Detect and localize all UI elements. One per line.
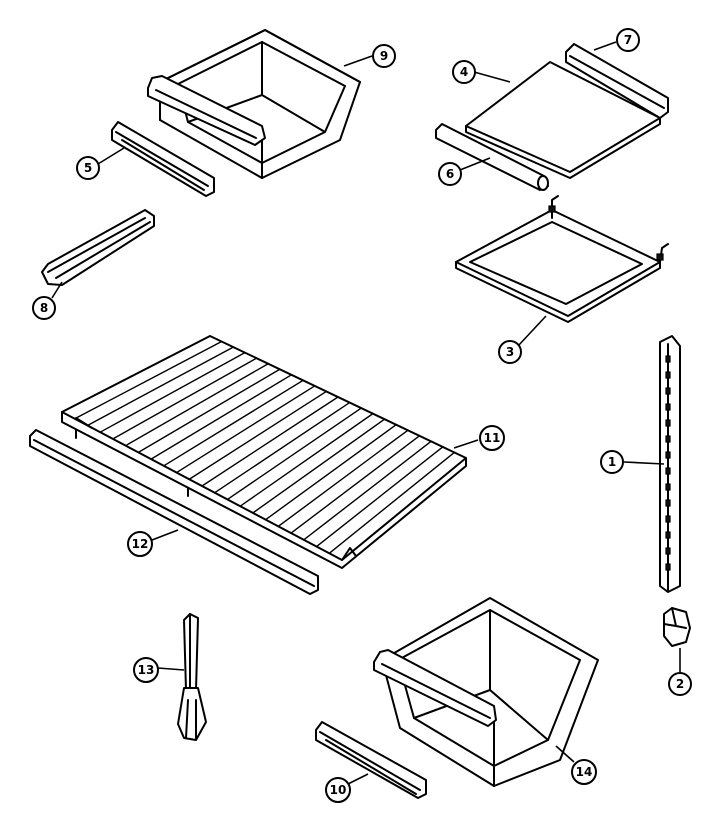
part-6-trim	[435, 123, 549, 191]
part-7-trim	[565, 43, 669, 119]
shelf-slat	[137, 368, 281, 454]
rail-slot	[665, 451, 671, 459]
shelf-slat	[277, 429, 409, 528]
part-2-bracket	[663, 607, 691, 647]
shelf-slat	[99, 351, 246, 433]
callout-6-label: 6	[446, 167, 454, 181]
callout-13-label: 13	[138, 663, 155, 677]
callout-12: 12	[127, 531, 153, 557]
rail-slot	[665, 499, 671, 507]
rail-slot	[665, 531, 671, 539]
callout-7: 7	[616, 28, 640, 52]
part-12-trim	[29, 429, 319, 595]
rail-slot	[665, 419, 671, 427]
shelf-slat	[315, 446, 444, 548]
callout-3: 3	[498, 340, 522, 364]
callout-6: 6	[438, 162, 462, 186]
rail-slot	[665, 355, 671, 363]
rail-slot	[665, 563, 671, 571]
rail-slot	[665, 387, 671, 395]
rail-slot	[665, 547, 671, 555]
callout-9-label: 9	[380, 49, 388, 63]
callout-2-label: 2	[676, 677, 684, 691]
callout-12-label: 12	[132, 537, 149, 551]
callout-4: 4	[452, 60, 476, 84]
shelf-slat	[150, 374, 293, 460]
shelf-slat	[124, 363, 269, 447]
rail-slot	[665, 483, 671, 491]
callout-8-label: 8	[40, 301, 48, 315]
shelf-slat	[74, 340, 223, 420]
leader-lines	[51, 41, 681, 785]
callout-7-label: 7	[624, 33, 632, 47]
rail-slot	[665, 371, 671, 379]
shelf-slat	[239, 412, 374, 507]
shelf-slat	[226, 407, 362, 501]
callout-8: 8	[32, 296, 56, 320]
shelf-slat	[290, 435, 421, 534]
shelf-slat	[175, 385, 316, 474]
part-3-shelf-frame	[455, 195, 669, 323]
rail-slot	[665, 467, 671, 475]
callout-1: 1	[600, 450, 624, 474]
shelf-slat	[252, 418, 386, 514]
rail-slot	[665, 435, 671, 443]
callout-3-label: 3	[506, 345, 514, 359]
part-10-trim	[315, 721, 427, 799]
part-5-trim	[111, 121, 215, 197]
shelf-slat	[112, 357, 258, 440]
shelf-slat	[163, 379, 304, 467]
part-14-crisper	[373, 597, 599, 787]
callout-10: 10	[325, 777, 351, 803]
callout-5-label: 5	[84, 161, 92, 175]
callout-13: 13	[133, 657, 159, 683]
shelf-slat	[201, 396, 339, 487]
callout-5: 5	[76, 156, 100, 180]
shelf-slat	[214, 401, 351, 494]
callout-2: 2	[668, 672, 692, 696]
callout-11-label: 11	[484, 431, 501, 445]
callout-9: 9	[372, 44, 396, 68]
part-11-wire-shelf	[61, 335, 467, 569]
part-9-drawer	[147, 29, 361, 179]
shelf-slat	[86, 346, 234, 427]
shelf-slat	[303, 440, 432, 541]
shelf-slat	[264, 424, 397, 521]
callout-1-label: 1	[608, 455, 616, 469]
part-1-rail	[659, 335, 681, 593]
part-8-trim	[41, 209, 155, 286]
callout-14-label: 14	[576, 765, 593, 779]
part-13-post	[177, 613, 207, 741]
shelf-slat	[328, 451, 456, 554]
rail-slot	[665, 515, 671, 523]
shelf-slat	[188, 390, 328, 480]
callout-4-label: 4	[460, 65, 468, 79]
callout-10-label: 10	[330, 783, 347, 797]
callout-14: 14	[571, 759, 597, 785]
rail-slot	[665, 403, 671, 411]
callout-11: 11	[479, 425, 505, 451]
